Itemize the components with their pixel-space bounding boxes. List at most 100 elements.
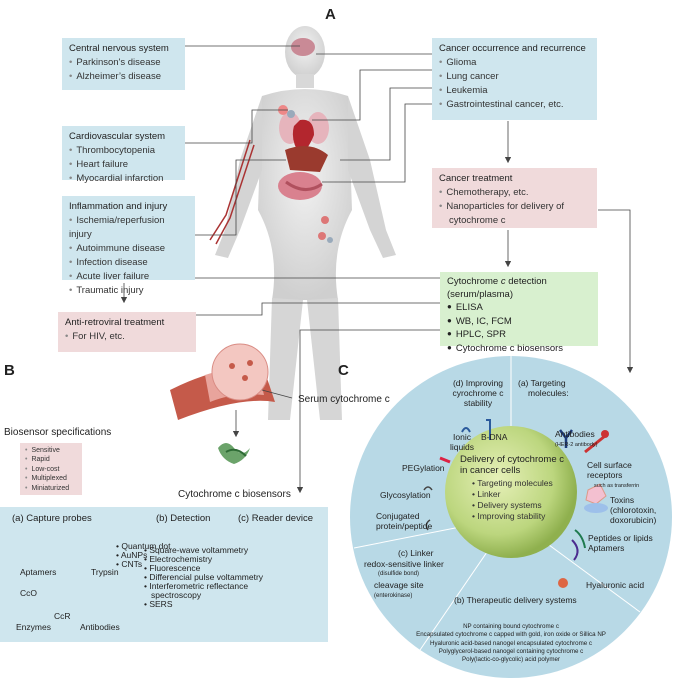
inflammation-item: Infection disease: [69, 256, 188, 270]
antibodies-label-c: Antibodies: [555, 429, 595, 439]
biosensors-label: Cytochrome c biosensors: [178, 489, 291, 500]
quantum-dot-label: • Quantum dot: [116, 541, 171, 551]
reader-device-title: (c) Reader device: [238, 513, 313, 524]
center-item: • Delivery systems: [472, 500, 542, 510]
biosensor-spec-title: Biosensor specifications: [4, 427, 112, 438]
cancer-treatment-item: Nanoparticles for delivery of cytochrome…: [439, 200, 590, 228]
spec-item: Low-cost: [25, 465, 77, 474]
center-item: • Targeting molecules: [472, 478, 553, 488]
method-item: • Square-wave voltammetry: [144, 545, 249, 555]
cco-label: CcO: [20, 588, 37, 598]
biosensor-workflow-box: [0, 507, 328, 642]
panel-c-letter: C: [338, 362, 349, 379]
her2-label: (HER-2 antibody): [555, 442, 598, 448]
cnts-label: • CNTs: [116, 559, 143, 569]
detection-subtitle: (serum/plasma): [447, 288, 513, 300]
cardio-title: Cardiovascular system: [69, 131, 166, 142]
cancer-occurrence-item: Gastrointestinal cancer, etc.: [439, 98, 590, 112]
b-dna-label: B-DNA: [481, 432, 508, 442]
cancer-occurrence-item: Lung cancer: [439, 70, 590, 84]
cancer-occurrence-box: Cancer occurrence and recurrence Glioma …: [432, 38, 597, 120]
delivery-item: Encapsulated cytochrome c capped with go…: [416, 631, 606, 639]
glycosylation-label: Glycosylation: [380, 490, 431, 500]
antibodies-label-b: Antibodies: [80, 622, 120, 632]
inflammation-item: Acute liver failure: [69, 270, 188, 284]
method-item: • Fluorescence: [144, 563, 201, 573]
enzymes-label: Enzymes: [16, 622, 51, 632]
delivery-disk-figure: [350, 356, 672, 678]
method-item: • Differencial pulse voltammetry: [144, 572, 264, 582]
cancer-treatment-item: Chemotherapy, etc.: [439, 186, 590, 200]
delivery-item: NP containing bound cytochrome c: [463, 623, 559, 630]
aunps-label: • AuNPs: [116, 550, 148, 560]
inflammation-item: Ischemia/reperfusion injury: [69, 214, 188, 242]
ccr-label: CcR: [54, 611, 71, 621]
spec-item: Rapid: [25, 455, 77, 464]
cleavage-label: cleavage site: [374, 580, 424, 590]
method-item: • SERS: [144, 599, 173, 609]
cardio-item: Myocardial infarction: [69, 172, 178, 186]
delivery-item: Polyglycerol-based nanogel containing cy…: [438, 647, 584, 655]
cns-item: Alzheimer’s disease: [69, 70, 178, 84]
cns-box: Central nervous system Parkinson's disea…: [62, 38, 185, 90]
detection-box: Cytochrome c detection (serum/plasma) EL…: [440, 272, 598, 354]
center-items: • Targeting molecules • Linker • Deliver…: [472, 478, 553, 522]
cardio-item: Heart failure: [69, 158, 178, 172]
detection-title-b: (b) Detection: [156, 513, 211, 524]
detection-item: ELISA: [447, 301, 591, 315]
spec-item: Multiplexed: [25, 474, 77, 483]
center-item: • Improving stability: [472, 511, 546, 521]
cardio-item: Thrombocytopenia: [69, 144, 178, 158]
cancer-treatment-box: Cancer treatment Chemotherapy, etc. Nano…: [432, 168, 597, 228]
spec-item: Miniaturized: [25, 484, 77, 493]
toxins-label: Toxins(chlorotoxin,doxorubicin): [610, 495, 657, 525]
center-item: • Linker: [472, 489, 501, 499]
panel-a-connectors: [120, 45, 634, 494]
delivery-item: Hyaluronic acid-based nanogel encapsulat…: [429, 639, 592, 647]
detection-item: Cytochrome c biosensors: [447, 342, 591, 356]
antiretroviral-title: Anti-retroviral treatment: [65, 317, 165, 328]
cancer-occurrence-title: Cancer occurrence and recurrence: [439, 43, 586, 54]
blood-vessel-figure: [170, 343, 293, 464]
inflammation-item: Traumatic injury: [69, 284, 188, 298]
biosensor-spec-box: Sensitive Rapid Low-cost Multiplexed Min…: [20, 443, 82, 495]
delivery-item: Poly(lactic-co-glycolic) acid polymer: [462, 656, 560, 664]
detection-item: WB, IC, FCM: [447, 315, 591, 329]
detection-methods: • Square-wave voltammetry • Electrochemi…: [144, 546, 263, 609]
cancer-occurrence-item: Leukemia: [439, 84, 590, 98]
cns-title: Central nervous system: [69, 43, 169, 54]
redox-linker-label: redox-sensitive linker: [364, 559, 444, 569]
cardio-box: Cardiovascular system Thrombocytopenia H…: [62, 126, 185, 184]
trypsin-label: Trypsin: [91, 567, 119, 577]
detection-title: Cytochrome c detection: [447, 276, 547, 287]
panel-b-letter: B: [4, 362, 15, 379]
inflammation-item: Autoimmune disease: [69, 242, 188, 256]
disulfide-label: (disulfide bond): [378, 571, 420, 577]
pegylation-label: PEGylation: [402, 463, 445, 473]
hyaluronic-label: Hyaluronic acid: [586, 580, 645, 590]
cns-item: Parkinson's disease: [69, 56, 178, 70]
inflammation-box: Inflammation and injury Ischemia/reperfu…: [62, 196, 195, 296]
transferrin-label: such as transferrin: [594, 483, 640, 489]
method-item: • Interferometric reflectance: [144, 581, 249, 591]
cancer-occurrence-item: Glioma: [439, 56, 590, 70]
detection-item: HPLC, SPR: [447, 328, 591, 342]
enterokinase-label: (enterokinase): [374, 593, 413, 599]
method-item: • Electrochemistry: [144, 554, 213, 564]
antiretroviral-box: Anti-retroviral treatment For HIV, etc.: [58, 312, 196, 352]
inflammation-title: Inflammation and injury: [69, 201, 168, 212]
antiretroviral-item: For HIV, etc.: [65, 330, 189, 344]
serum-cytochrome-label: Serum cytochrome c: [298, 394, 390, 405]
human-body-figure: [209, 26, 396, 420]
aptamers-label: Aptamers: [20, 567, 57, 577]
method-item: spectroscopy: [151, 590, 202, 600]
spec-item: Sensitive: [25, 446, 77, 455]
cancer-treatment-title: Cancer treatment: [439, 173, 513, 184]
